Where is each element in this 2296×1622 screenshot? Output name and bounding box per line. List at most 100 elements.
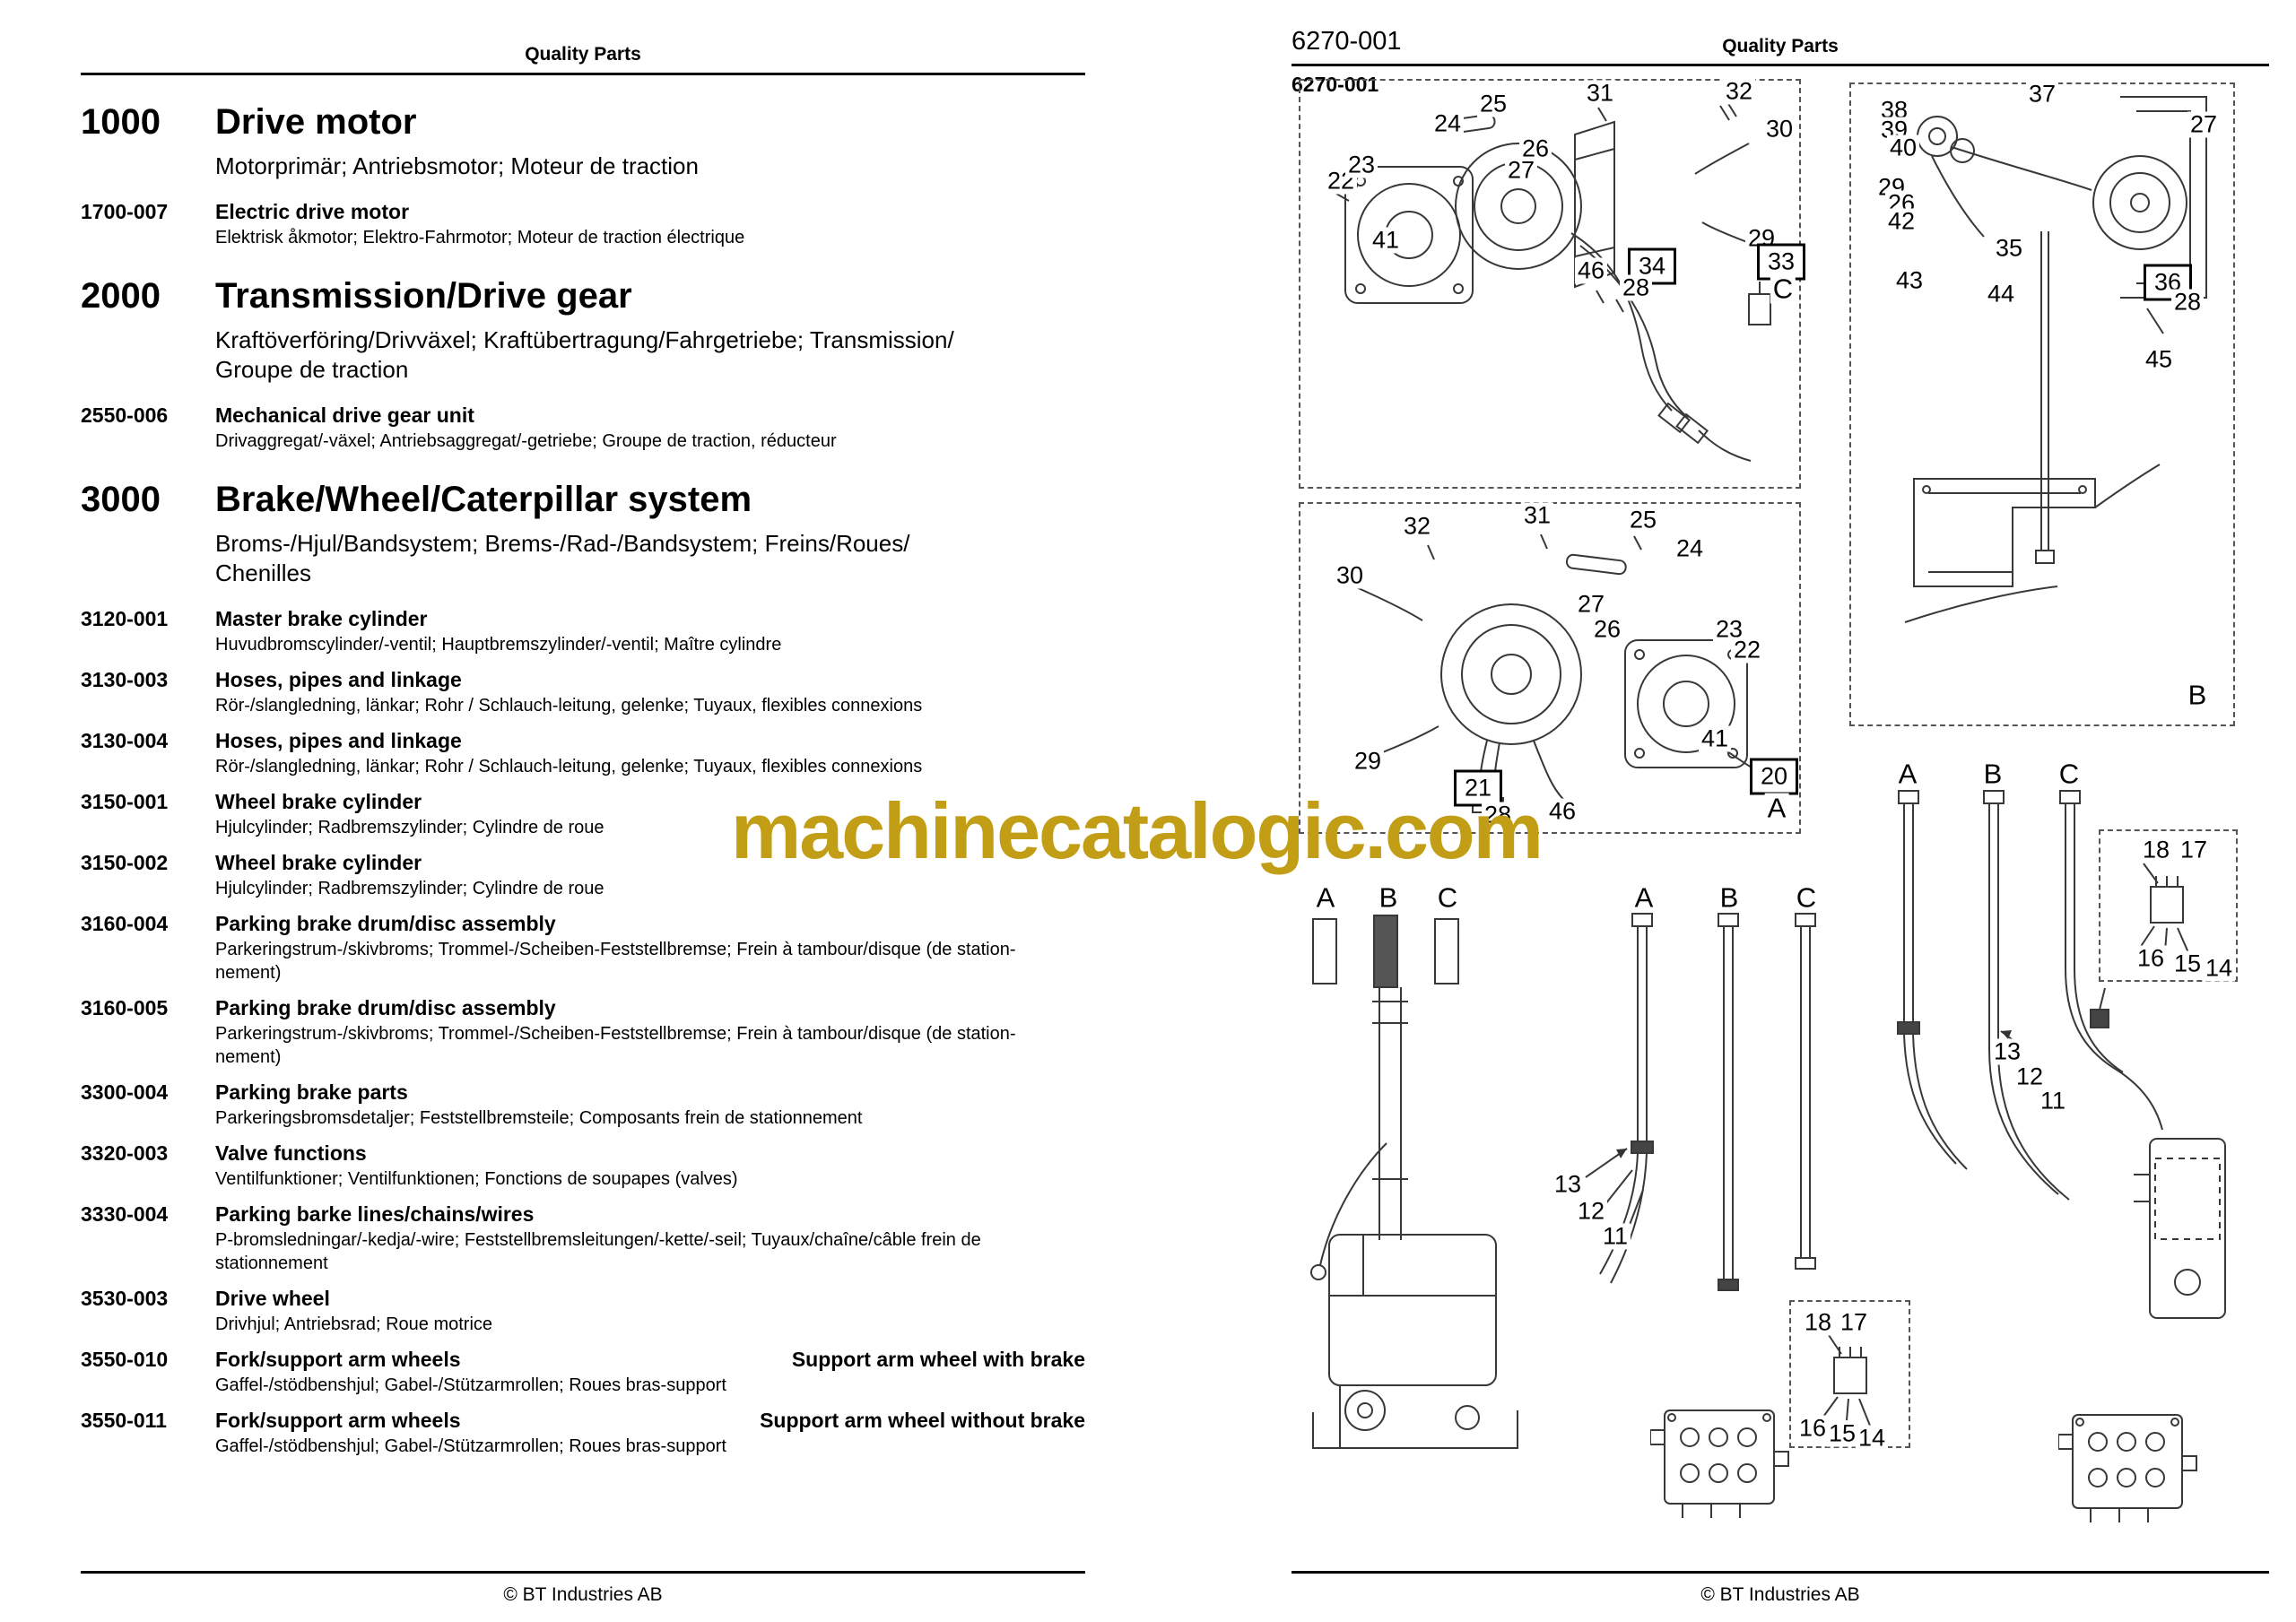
callout-B: B <box>1717 882 1742 913</box>
section-number: 2000 <box>81 276 161 316</box>
toc-section-3000: 3000 Brake/Wheel/Caterpillar system Brom… <box>81 480 1085 1458</box>
item-title: Parking brake drum/disc assembly <box>215 912 556 935</box>
callout-C: C <box>2056 759 2083 789</box>
toc-item: 3300-004 Parking brake parts Parkeringsb… <box>81 1080 1085 1130</box>
callout-34: 34 <box>1627 247 1677 285</box>
callout-40: 40 <box>1886 134 1920 161</box>
item-title: Fork/support arm wheels <box>215 1348 461 1371</box>
item-title: Drive wheel <box>215 1287 330 1310</box>
hose-lines-drawing-center <box>1585 913 1816 1291</box>
toc-item: 3550-011 Fork/support arm wheels Support… <box>81 1408 1085 1458</box>
callout-A: A <box>1895 759 1920 789</box>
callout-29: 29 <box>1351 748 1385 775</box>
item-code: 1700-007 <box>81 200 169 223</box>
section-number: 1000 <box>81 102 161 142</box>
section-subtitle: Broms-/Hjul/Bandsystem; Brems-/Rad-/Band… <box>215 530 910 586</box>
left-page-footer: © BT Industries AB <box>81 1571 1085 1606</box>
callout-27: 27 <box>2187 111 2221 138</box>
callout-17: 17 <box>1837 1309 1871 1336</box>
figure-page-header: 6270-001 Quality Parts 6270-001 <box>1292 27 2269 97</box>
callout-25: 25 <box>1476 91 1510 117</box>
valve-manifold-right <box>2058 1390 2202 1538</box>
toc-item: 3150-002 Wheel brake cylinder Hjulcylind… <box>81 850 1085 900</box>
copyright-text: © BT Industries AB <box>1700 1584 1860 1605</box>
drive-unit-drawing-c <box>1335 101 1771 462</box>
callout-30: 30 <box>1762 116 1796 143</box>
callout-27: 27 <box>1574 591 1608 618</box>
section-items: 2550-006 Mechanical drive gear unit Driv… <box>81 403 1085 453</box>
callout-42: 42 <box>1884 208 1918 235</box>
callout-A: A <box>1313 882 1338 913</box>
toc-item: 3160-004 Parking brake drum/disc assembl… <box>81 911 1085 984</box>
stacker-outline-drawing <box>1310 915 1518 1449</box>
toc-item: 3150-001 Wheel brake cylinder Hjulcylind… <box>81 789 1085 839</box>
item-note: Elektrisk åkmotor; Elektro-Fahrmotor; Mo… <box>215 228 745 247</box>
left-header-title: Quality Parts <box>525 44 641 65</box>
section-subtitle: Motorprimär; Antriebsmotor; Moteur de tr… <box>215 152 699 179</box>
item-code: 3150-002 <box>81 851 169 874</box>
valve-manifold-left <box>1650 1385 1794 1533</box>
toc-item: 3130-003 Hoses, pipes and linkage Rör-/s… <box>81 667 1085 717</box>
callout-18: 18 <box>2139 837 2173 863</box>
item-note: Parkeringsbromsdetaljer; Feststellbremst… <box>215 1108 863 1128</box>
section-heading: 2000 Transmission/Drive gear <box>81 276 1085 317</box>
item-code: 3320-003 <box>81 1141 169 1165</box>
section-items: 1700-007 Electric drive motor Elektrisk … <box>81 199 1085 249</box>
callout-20: 20 <box>1749 758 1799 795</box>
section-number: 3000 <box>81 480 161 519</box>
item-title-right: Support arm wheel without brake <box>760 1409 1085 1432</box>
item-note: Hjulcylinder; Radbremszylinder; Cylindre… <box>215 818 604 837</box>
item-note: Drivaggregat/-växel; Antriebsaggregat/-g… <box>215 431 837 451</box>
callout-21: 21 <box>1453 769 1503 807</box>
item-code: 3130-003 <box>81 668 169 691</box>
callout-A: A <box>1764 793 1789 823</box>
callout-31: 31 <box>1520 502 1554 529</box>
callout-41: 41 <box>1369 227 1403 254</box>
item-title: Hoses, pipes and linkage <box>215 668 462 691</box>
section-subtitle: Kraftöverföring/Drivväxel; Kraftübertrag… <box>215 326 954 383</box>
callout-43: 43 <box>1892 267 1926 294</box>
callout-28: 28 <box>1481 802 1515 828</box>
right-header-title: Quality Parts <box>1722 36 1839 56</box>
callout-26: 26 <box>1590 616 1624 643</box>
item-title: Valve functions <box>215 1141 367 1165</box>
toc-item: 3120-001 Master brake cylinder Huvudbrom… <box>81 606 1085 656</box>
item-title: Parking barke lines/chains/wires <box>215 1202 535 1226</box>
item-title: Mechanical drive gear unit <box>215 403 474 427</box>
item-title: Master brake cylinder <box>215 607 428 630</box>
callout-37: 37 <box>2025 81 2059 108</box>
section-title: Brake/Wheel/Caterpillar system <box>215 480 752 519</box>
callout-28: 28 <box>2170 289 2205 316</box>
item-title-right: Support arm wheel with brake <box>791 1348 1085 1371</box>
item-title: Parking brake drum/disc assembly <box>215 996 556 1019</box>
item-code: 3160-005 <box>81 996 169 1019</box>
toc-item: 1700-007 Electric drive motor Elektrisk … <box>81 199 1085 249</box>
item-code: 3160-004 <box>81 912 169 935</box>
callout-13: 13 <box>1990 1038 2024 1065</box>
toc-item: 3130-004 Hoses, pipes and linkage Rör-/s… <box>81 728 1085 778</box>
item-title: Parking brake parts <box>215 1080 408 1104</box>
page-code: 6270-001 <box>1292 27 1402 56</box>
callout-25: 25 <box>1626 507 1660 533</box>
callout-12: 12 <box>2013 1063 2047 1090</box>
item-code: 3300-004 <box>81 1080 169 1104</box>
item-note: P-bromsledningar/-kedja/-wire; Feststell… <box>215 1230 981 1273</box>
item-note: Rör-/slangledning, länkar; Rohr / Schlau… <box>215 696 923 716</box>
item-note: Gaffel-/stödbenshjul; Gabel-/Stützarmrol… <box>215 1375 726 1395</box>
section-title: Transmission/Drive gear <box>215 276 632 316</box>
callout-C: C <box>1793 882 1820 913</box>
brake-assembly-drawing-b <box>1904 96 2207 623</box>
callout-18: 18 <box>1801 1309 1835 1336</box>
toc-section-2000: 2000 Transmission/Drive gear Kraftöverfö… <box>81 276 1085 453</box>
callout-28: 28 <box>1619 274 1653 301</box>
callout-23: 23 <box>1344 152 1378 178</box>
callout-11: 11 <box>2037 1088 2069 1115</box>
callout-41: 41 <box>1698 725 1732 752</box>
item-code: 3550-010 <box>81 1348 169 1371</box>
